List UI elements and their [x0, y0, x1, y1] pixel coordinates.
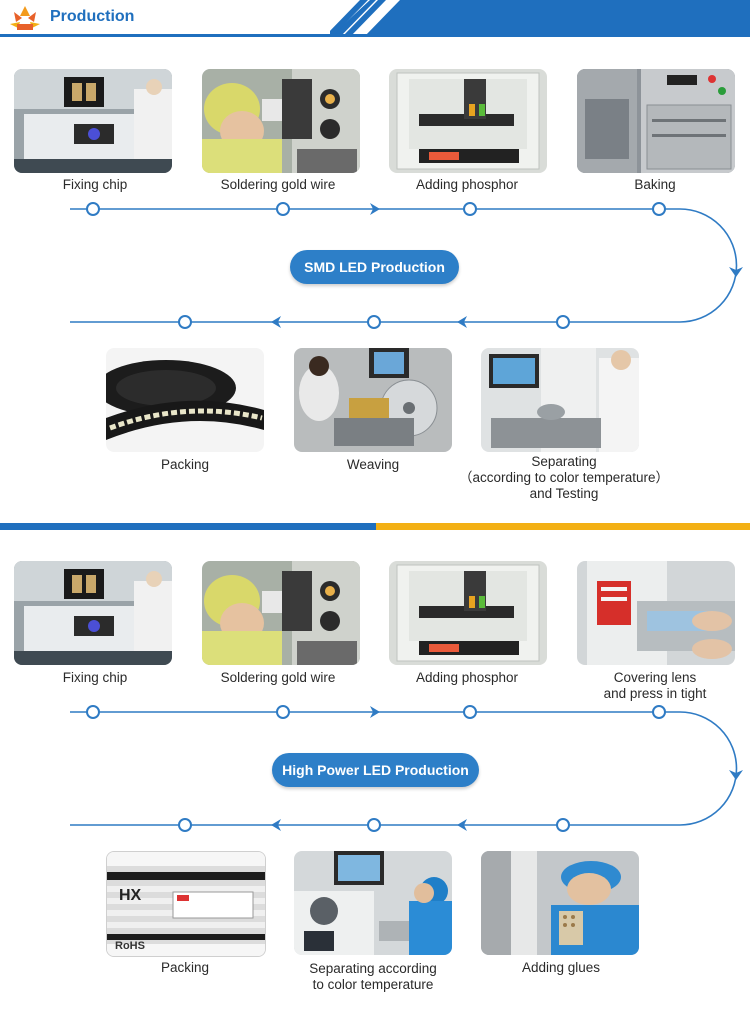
flow-path-high-power — [70, 705, 743, 832]
arrow-left-icon — [271, 316, 281, 328]
header-rule — [0, 34, 750, 37]
caption-packing: Packing — [160, 960, 210, 975]
section-divider — [0, 523, 750, 530]
photo-fixing-chip — [14, 561, 172, 665]
photo-adding-phosphor — [389, 69, 547, 173]
packing-rohs-mark: RoHS — [115, 940, 145, 952]
header-stripes — [330, 0, 750, 37]
caption-line: Covering lens — [613, 670, 697, 685]
arrow-right-icon — [370, 706, 380, 718]
photo-covering-lens — [577, 561, 735, 665]
caption-covering-lens: Covering lens and press in tight — [560, 670, 750, 702]
caption-adding-phosphor: Adding phosphor — [415, 670, 519, 685]
flow-node — [367, 818, 381, 832]
photo-soldering-gold-wire — [202, 69, 360, 173]
caption-fixing-chip: Fixing chip — [62, 670, 128, 685]
flow-node — [86, 202, 100, 216]
flow-node — [276, 705, 290, 719]
caption-line: and Testing — [529, 486, 599, 501]
photo-soldering-gold-wire — [202, 561, 360, 665]
caption-line: and press in tight — [603, 686, 707, 701]
photo-baking — [577, 69, 735, 173]
caption-soldering-gold-wire: Soldering gold wire — [220, 177, 336, 192]
caption-adding-phosphor: Adding phosphor — [415, 177, 519, 192]
photo-separating-color-temp — [294, 851, 452, 955]
photo-packing-reel — [106, 348, 264, 452]
flow-node — [556, 315, 570, 329]
flow-node — [367, 315, 381, 329]
photo-fixing-chip — [14, 69, 172, 173]
caption-fixing-chip: Fixing chip — [62, 177, 128, 192]
flow-node — [652, 705, 666, 719]
caption-separating-color-temp: Separating according to color temperatur… — [278, 961, 468, 993]
caption-line: Separating — [531, 454, 597, 469]
flow-node — [652, 202, 666, 216]
arrow-right-icon — [370, 203, 380, 215]
flow-node — [86, 705, 100, 719]
arrow-left-icon — [271, 819, 281, 831]
photo-adding-glues — [481, 851, 639, 955]
arrow-down-icon — [729, 267, 743, 277]
flow-node — [276, 202, 290, 216]
flow-path-smd — [70, 202, 743, 329]
caption-soldering-gold-wire: Soldering gold wire — [220, 670, 336, 685]
label-high-power-led-production: High Power LED Production — [272, 753, 479, 787]
caption-packing: Packing — [160, 457, 210, 472]
arrow-down-icon — [729, 770, 743, 780]
photo-packing-tubes: HX RoHS — [106, 851, 266, 957]
caption-weaving: Weaving — [346, 457, 400, 472]
arrow-left-icon — [457, 819, 467, 831]
flow-node — [178, 315, 192, 329]
caption-line: Separating according — [309, 961, 437, 976]
section-header: Production — [0, 0, 750, 37]
label-smd-led-production: SMD LED Production — [290, 250, 459, 284]
arrow-left-icon — [457, 316, 467, 328]
flow-node — [463, 705, 477, 719]
photo-weaving — [294, 348, 452, 452]
caption-line: （according to color temperature） — [458, 470, 670, 485]
photo-adding-phosphor — [389, 561, 547, 665]
packing-brand-mark: HX — [119, 887, 142, 904]
caption-line: to color temperature — [312, 977, 434, 992]
page-title: Production — [50, 8, 135, 25]
flow-node — [463, 202, 477, 216]
flow-node — [556, 818, 570, 832]
photo-separating — [481, 348, 639, 452]
sun-logo-icon — [10, 6, 40, 30]
caption-baking: Baking — [634, 177, 676, 192]
caption-adding-glues: Adding glues — [521, 960, 601, 975]
caption-separating-testing: Separating （according to color temperatu… — [448, 454, 680, 502]
flow-node — [178, 818, 192, 832]
